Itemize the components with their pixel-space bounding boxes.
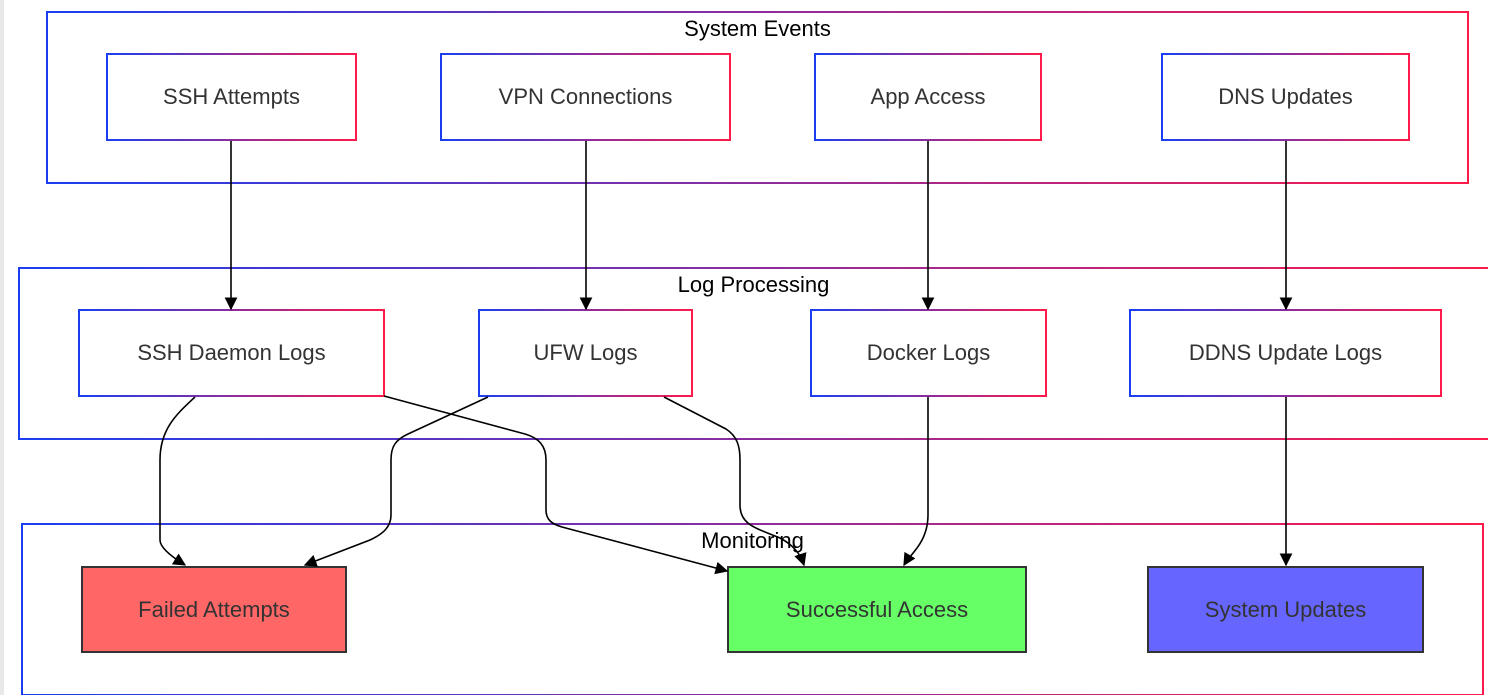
node-ddns-update-logs: DDNS Update Logs bbox=[1188, 340, 1383, 365]
group-log-processing-title: Log Processing bbox=[677, 272, 830, 297]
group-monitoring-frame bbox=[21, 523, 1484, 695]
node-ssh-daemon-logs: SSH Daemon Logs bbox=[137, 340, 326, 365]
node-dns-updates: DNS Updates bbox=[1218, 84, 1353, 109]
group-monitoring-title: Monitoring bbox=[701, 528, 804, 553]
edge-docker-logs-to-successful-access bbox=[903, 397, 929, 567]
edge-ssh-daemon-logs-to-successful-access bbox=[383, 395, 729, 575]
node-ssh-attempts-frame bbox=[106, 53, 357, 141]
edge-ssh-daemon-logs-to-failed-attempts bbox=[159, 396, 196, 566]
node-dns-updates-frame bbox=[1161, 53, 1410, 141]
edge-ufw-logs-to-failed-attempts bbox=[303, 396, 489, 567]
group-log-processing-frame bbox=[18, 267, 1488, 440]
node-app-access-frame bbox=[814, 53, 1042, 141]
node-failed-attempts: Failed Attempts bbox=[81, 566, 347, 653]
group-system-events-title: System Events bbox=[684, 16, 831, 41]
node-vpn-connections: VPN Connections bbox=[498, 84, 673, 109]
group-monitoring: Monitoring bbox=[22, 524, 1483, 695]
group-system-events: System Events bbox=[47, 12, 1468, 183]
node-successful-access: Successful Access bbox=[727, 566, 1027, 653]
node-app-access: App Access bbox=[870, 84, 986, 109]
node-ssh-daemon-logs-frame bbox=[78, 309, 385, 397]
edge-ufw-logs-to-successful-access bbox=[663, 396, 807, 567]
group-log-processing: Log Processing bbox=[19, 268, 1488, 439]
node-ufw-logs-frame bbox=[478, 309, 693, 397]
group-system-events-frame bbox=[46, 11, 1469, 184]
node-ufw-logs: UFW Logs bbox=[533, 340, 638, 365]
node-vpn-connections-frame bbox=[440, 53, 731, 141]
node-docker-logs: Docker Logs bbox=[866, 340, 991, 365]
node-system-updates: System Updates bbox=[1147, 566, 1424, 653]
node-ssh-attempts: SSH Attempts bbox=[163, 84, 300, 109]
left-edge bbox=[0, 0, 4, 695]
